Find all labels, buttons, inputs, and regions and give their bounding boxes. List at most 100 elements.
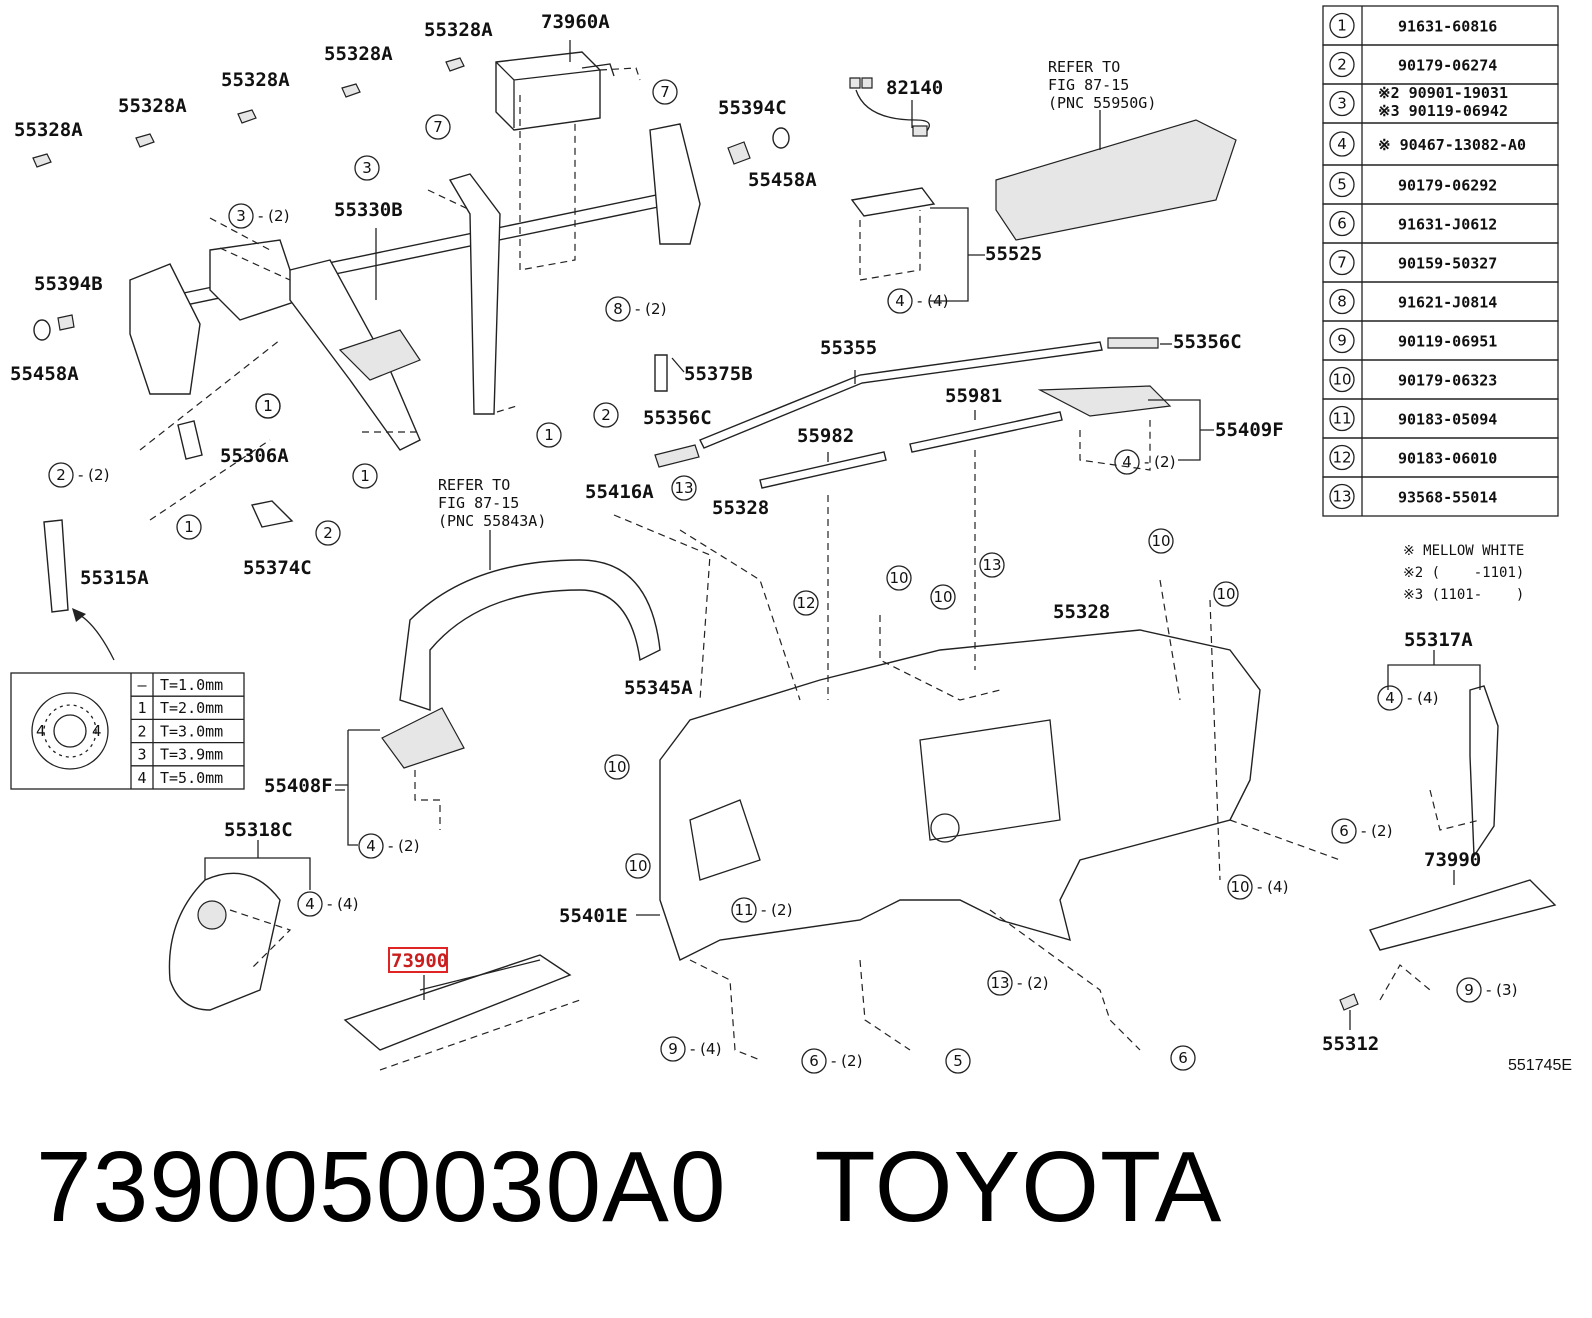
callout-number: 10: [889, 569, 908, 587]
thickness-code: 3: [137, 746, 146, 764]
fastener-number: 7: [1337, 254, 1347, 272]
part-label: 82140: [886, 77, 943, 99]
part-label: 55416A: [585, 481, 654, 503]
callout-quantity: - (2): [1017, 974, 1048, 992]
fastener-number-circle: [1329, 483, 1355, 510]
callout: 7: [425, 114, 451, 140]
callout: 10: [930, 584, 956, 610]
callout: 4- (4): [1377, 685, 1438, 711]
fastener-part-number: 90179-06274: [1398, 57, 1497, 75]
callout-circle: [1377, 685, 1403, 711]
fastener-part-number: 91631-60816: [1398, 18, 1497, 36]
callout-number: 1: [263, 397, 273, 415]
callout-circle: [652, 79, 678, 105]
fastener-number: 12: [1332, 449, 1351, 467]
callout-number: 2: [601, 406, 611, 424]
callout-number: 10: [1230, 878, 1249, 896]
thickness-code: 4: [137, 769, 146, 787]
callout-circle: [1148, 528, 1174, 554]
callout: 6- (2): [1331, 818, 1392, 844]
part-label: 55328A: [14, 119, 83, 141]
callout-number: 10: [607, 758, 626, 776]
part-labels: 55328A 55328A 55328A 55328A 55328A 73960…: [10, 11, 1481, 1055]
callout: 4- (4): [297, 891, 358, 917]
callout: 5: [945, 1048, 971, 1074]
part-label: 55315A: [80, 567, 149, 589]
callout-number: 4: [1385, 689, 1395, 707]
callout: 8- (2): [605, 296, 666, 322]
callout-number: 4: [895, 292, 905, 310]
callout-number: 3: [236, 207, 246, 225]
part-label: 55408F: [264, 775, 333, 797]
fastener-number: 10: [1332, 371, 1351, 389]
thickness-value: T=3.0mm: [160, 722, 223, 740]
callout-number: 10: [628, 857, 647, 875]
callout: 13 - (2): [987, 970, 1048, 996]
callout-quantity: - (2): [258, 207, 289, 225]
callout-circle: [625, 853, 651, 879]
part-label: 55328: [712, 497, 769, 519]
part-label: 55458A: [748, 169, 817, 191]
part-label: 55328A: [118, 95, 187, 117]
callout-circle: [358, 833, 384, 859]
washer-mark-right: 4: [92, 722, 102, 740]
fastener-part-number: 90179-06323: [1398, 372, 1497, 390]
thickness-code: 2: [137, 722, 146, 740]
thickness-code: —: [137, 676, 147, 694]
fastener-number-circle: [1329, 90, 1355, 117]
callout-number: 10: [1216, 585, 1235, 603]
part-label: 55401E: [559, 905, 628, 927]
callout: 13: [979, 552, 1005, 578]
part-label: 55374C: [243, 557, 312, 579]
fastener-part-number: ※2 90901-19031: [1378, 84, 1508, 102]
part-label: 55394B: [34, 273, 103, 295]
callout-quantity: - (2): [1144, 453, 1175, 471]
figure-code: 551745E: [1508, 1057, 1573, 1074]
fastener-part-number: 91631-J0612: [1398, 216, 1497, 234]
fastener-number-circle: [1329, 327, 1355, 354]
callout: 3 - (2): [228, 203, 289, 229]
note-line: ※ MELLOW WHITE: [1403, 543, 1525, 559]
callout-circle: [228, 203, 254, 229]
callout-number: 7: [660, 83, 670, 101]
callout-circle: [886, 565, 912, 591]
refer-note-defroster: REFER TO FIG 87-15 (PNC 55950G): [1048, 58, 1156, 112]
callout: 10: [1213, 581, 1239, 607]
callout-circle: [1170, 1045, 1196, 1071]
thickness-value: T=2.0mm: [160, 699, 223, 717]
callout: 13: [671, 475, 697, 501]
leader-lines: [139, 67, 1481, 1071]
callout: 1: [352, 463, 378, 489]
thickness-value: T=1.0mm: [160, 676, 223, 694]
fastener-number: 8: [1337, 293, 1347, 311]
callout-quantity: - (4): [690, 1040, 721, 1058]
fastener-row: [1322, 476, 1559, 517]
callout-circle: [979, 552, 1005, 578]
callout-circle: [297, 891, 323, 917]
fastener-number-circle: [1329, 288, 1355, 315]
callout: 2: [593, 402, 619, 428]
part-label: 55356C: [643, 407, 712, 429]
fastener-number-circle: [1329, 249, 1355, 276]
part-label: 55318C: [224, 819, 293, 841]
callout: 10: [886, 565, 912, 591]
fastener-number: 13: [1332, 488, 1351, 506]
fastener-number-circle: [1329, 210, 1355, 237]
callout-circle: [255, 393, 281, 419]
callout: 10- (4): [1227, 874, 1288, 900]
callout: 9- (3): [1456, 977, 1517, 1003]
callout-number: 13: [990, 974, 1009, 992]
fastener-number-circle: [1329, 366, 1355, 393]
note-line: ※2 ( -1101): [1403, 565, 1525, 581]
part-label: 55981: [945, 385, 1002, 407]
callout: 1: [255, 393, 281, 419]
fastener-part-number: 90119-06951: [1398, 333, 1497, 351]
callout: 3: [354, 155, 380, 181]
callout-quantity: - (2): [761, 901, 792, 919]
callout-quantity: - (2): [78, 466, 109, 484]
callout-number: 4: [305, 895, 315, 913]
fastener-part-number: 91621-J0814: [1398, 294, 1497, 312]
callout-circle: [1114, 449, 1140, 475]
